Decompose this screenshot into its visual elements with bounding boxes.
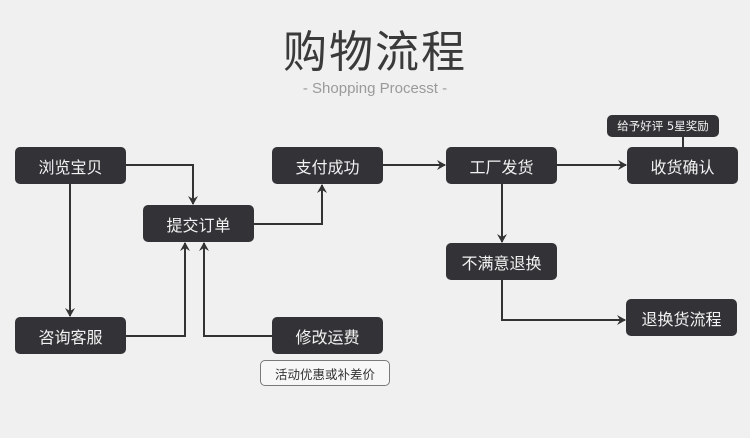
- node-unsatisfied-return: 不满意退换: [446, 243, 557, 280]
- node-pay-success: 支付成功: [272, 147, 383, 184]
- node-browse: 浏览宝贝: [15, 147, 126, 184]
- edge-browse-to-submit: [126, 164, 198, 205]
- edge-submit-to-pay: [254, 184, 327, 225]
- node-submit-order: 提交订单: [143, 205, 254, 242]
- node-consult: 咨询客服: [15, 317, 126, 354]
- node-factory-ship: 工厂发货: [446, 147, 557, 184]
- edge-return-to-process: [501, 280, 626, 325]
- promo-note: 活动优惠或补差价: [260, 360, 390, 386]
- edge-consult-to-submit: [126, 242, 190, 337]
- page-title: 购物流程: [283, 27, 467, 78]
- node-confirm-receipt: 收货确认: [627, 147, 738, 184]
- page-subtitle: - Shopping Processt -: [302, 80, 448, 97]
- review-reward-badge: 给予好评 5星奖励: [607, 115, 719, 137]
- node-return-process: 退换货流程: [626, 299, 737, 336]
- node-modify-freight: 修改运费: [272, 317, 383, 354]
- edge-freight-to-submit: [199, 242, 272, 337]
